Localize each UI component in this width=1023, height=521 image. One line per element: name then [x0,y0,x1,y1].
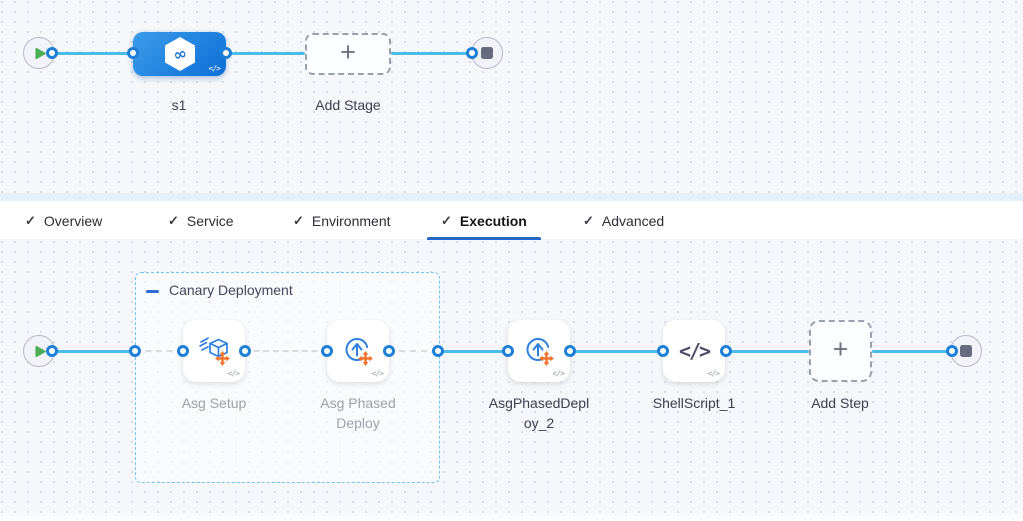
tab-advanced[interactable]: ✓ Advanced [583,212,665,229]
stage-config-tabs: ✓ Overview ✓ Service ✓ Environment ✓ Exe… [0,201,1023,240]
link-port[interactable] [127,47,139,59]
step-node-asg-phased-deploy-2[interactable]: </> [508,320,570,382]
link-port[interactable] [239,345,251,357]
stage-canvas[interactable]: ∞ </> + s1 Add Stage [0,0,1023,201]
scale-arrows-icon [215,351,230,366]
add-stage-button[interactable]: + [305,33,391,75]
step-link [726,349,809,353]
link-port[interactable] [466,47,478,59]
link-port[interactable] [946,345,958,357]
step-label: ShellScript_1 [652,395,736,411]
link-port[interactable] [564,345,576,357]
cd-stage-icon: ∞ [164,37,195,71]
code-badge: </> [227,369,240,378]
collapse-group-button[interactable] [146,285,164,297]
step-link [438,349,508,353]
link-port[interactable] [220,47,232,59]
tab-environment[interactable]: ✓ Environment [293,212,391,229]
add-step-label: Add Step [811,395,869,411]
link-port[interactable] [432,345,444,357]
link-port[interactable] [383,345,395,357]
check-icon: ✓ [441,212,452,228]
scale-arrows-icon [539,351,554,366]
code-badge: </> [707,369,720,378]
plus-icon: + [832,334,849,364]
step-group-label: Canary Deployment [169,282,293,298]
asg-phased-deploy-icon [345,338,373,366]
step-link [872,349,952,353]
play-icon [34,345,46,357]
stop-icon [960,345,972,357]
step-node-shellscript-1[interactable]: </> </> [663,320,725,382]
svg-text:∞: ∞ [171,43,189,65]
check-icon: ✓ [583,212,594,228]
code-badge: </> [208,64,221,73]
asg-phased-deploy-icon [526,338,554,366]
tab-overview[interactable]: ✓ Overview [25,212,103,229]
add-step-button[interactable]: + [809,320,872,382]
link-port[interactable] [321,345,333,357]
stage-link [52,51,133,55]
link-port[interactable] [502,345,514,357]
minus-icon [146,289,159,293]
shell-script-icon: </> [678,339,711,363]
step-link [570,349,663,353]
stage-node-s1[interactable]: ∞ </> [133,32,226,76]
stage-label: s1 [171,97,187,113]
asg-setup-icon [199,337,230,366]
code-badge: </> [371,369,384,378]
step-group-canary-deployment[interactable]: Canary Deployment [135,272,440,483]
link-port[interactable] [720,345,732,357]
check-icon: ✓ [25,212,36,228]
scale-arrows-icon [358,351,373,366]
check-icon: ✓ [293,212,304,228]
link-port[interactable] [46,345,58,357]
stop-icon [481,47,493,59]
step-link [52,349,135,353]
link-port[interactable] [46,47,58,59]
play-icon [34,47,46,59]
code-badge: </> [552,369,565,378]
check-icon: ✓ [168,212,179,228]
tab-execution[interactable]: ✓ Execution [427,201,541,240]
link-port[interactable] [129,345,141,357]
step-node-asg-setup[interactable]: </> [183,320,245,382]
add-stage-label: Add Stage [315,97,381,113]
stage-link [226,51,305,55]
execution-canvas[interactable]: Canary Deployment [0,240,1023,521]
link-port[interactable] [657,345,669,357]
link-port[interactable] [177,345,189,357]
step-node-asg-phased-deploy[interactable]: </> [327,320,389,382]
plus-icon: + [340,37,356,67]
stage-link [391,51,472,55]
tab-service[interactable]: ✓ Service [168,212,234,229]
step-label: AsgPhasedDeploy_2 [488,395,590,431]
